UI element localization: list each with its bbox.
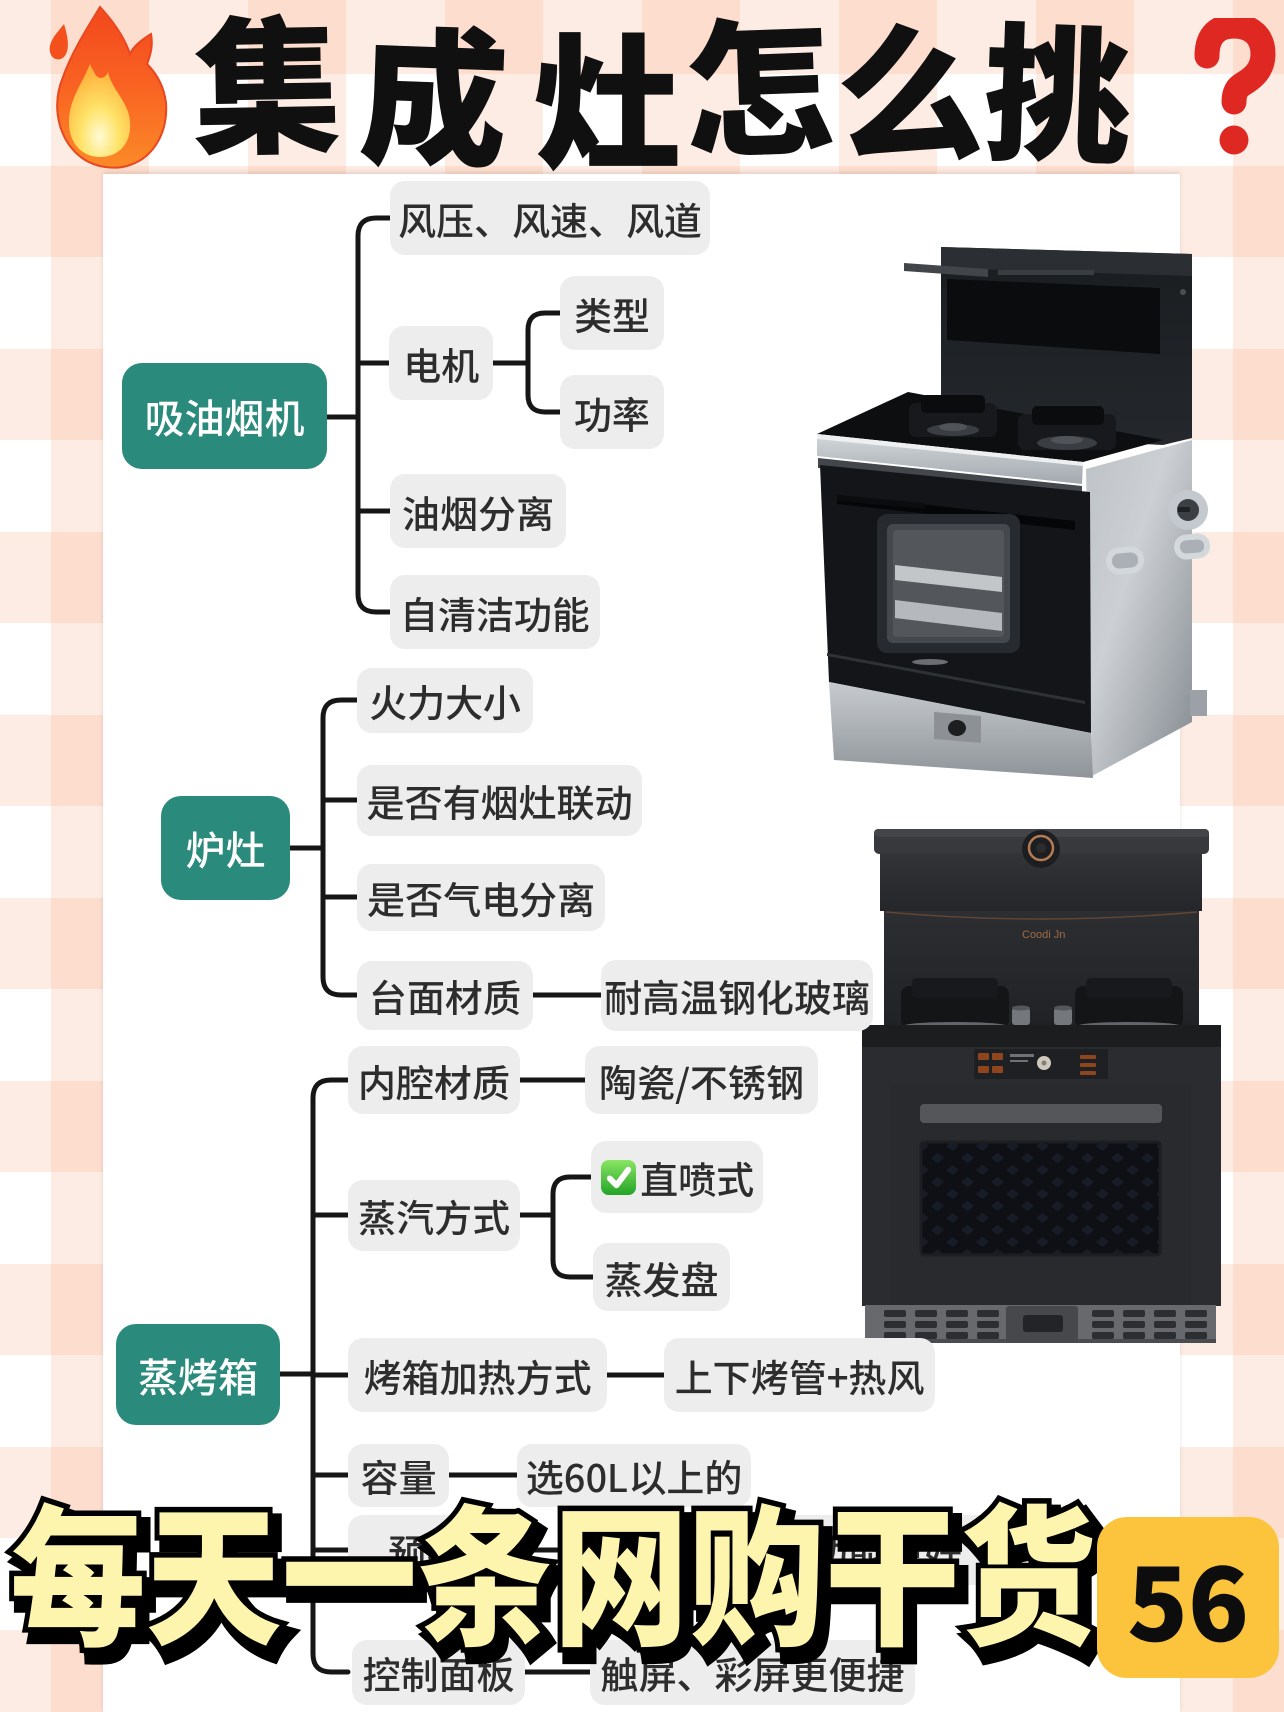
svg-text:Coodi Jn: Coodi Jn [1022,929,1065,941]
svg-text:每天一条网购干货: 每天一条网购干货 [10,1460,1096,1677]
svg-text:每天一条网购干货: 每天一条网购干货 [17,1466,1103,1686]
